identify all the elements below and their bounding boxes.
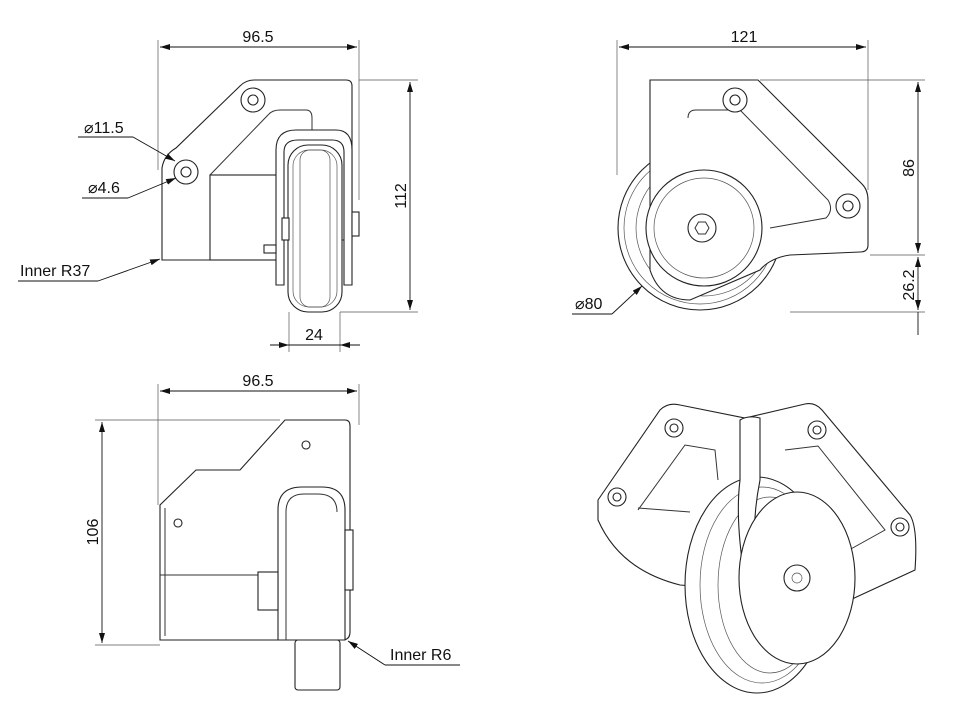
- dim-wheel-diameter: ⌀80: [575, 296, 603, 313]
- dim-top-width: 96.5: [242, 373, 273, 390]
- isometric-view: [597, 403, 917, 694]
- side-view: 96.5 112 24 ⌀11.5 ⌀4.6 Inner R37: [18, 29, 418, 352]
- dim-top-height: 106: [85, 519, 102, 546]
- dim-side-height: 112: [393, 183, 410, 209]
- top-view: 96.5 106 Inner R6: [85, 373, 460, 691]
- wheel-housing: [277, 486, 346, 641]
- dim-front-width: 121: [731, 29, 758, 46]
- wheel-bottom: [294, 639, 341, 691]
- dim-bracket-height: 86: [901, 159, 918, 177]
- dim-inner-r37: Inner R37: [20, 263, 90, 280]
- dim-wheel-width: 24: [305, 327, 323, 344]
- axle-bolt: [687, 213, 717, 243]
- axle-nut: [257, 571, 279, 611]
- fork: [275, 129, 353, 286]
- wheel: [287, 144, 343, 313]
- dim-offset: 26.2: [901, 269, 918, 300]
- axle-bolt: [783, 564, 811, 592]
- front-view: 121 86 26.2 ⌀80: [572, 29, 925, 335]
- dim-hole-outer: ⌀11.5: [84, 120, 124, 137]
- dim-inner-r6: Inner R6: [390, 647, 451, 664]
- dim-hole-inner: ⌀4.6: [88, 180, 120, 197]
- dim-side-width: 96.5: [242, 29, 273, 46]
